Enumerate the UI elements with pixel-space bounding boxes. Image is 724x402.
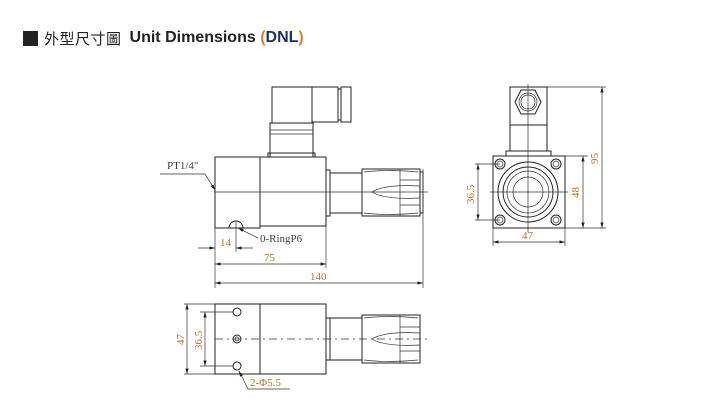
dim-14: 14 [220,237,232,249]
dim-48: 48 [570,187,582,199]
dim-36-5-front: 36.5 [465,184,477,204]
paren-close: ) [298,29,304,46]
hole-label: 2-Φ5.5 [250,377,281,389]
title-chinese: 外型尺寸圖 [44,30,122,48]
dim-47-front: 47 [522,230,534,242]
port-thread-label: PT1/4" [167,160,198,172]
title-english: Unit Dimensions [129,29,256,46]
bottom-view: 47 36.5 2-Φ5.5 [175,303,428,390]
front-view: 36.5 48 95 47 [465,84,606,246]
dim-95: 95 [589,153,601,165]
dim-75: 75 [264,252,276,264]
paren-open: ( [260,29,266,46]
model-code: DNL [265,29,299,46]
side-view: PT1/4" 0-RingP6 14 75 140 [160,86,428,288]
dim-36-5-bottom: 36.5 [193,330,205,350]
section-title: 外型尺寸圖 Unit Dimensions (DNL) [23,28,304,48]
dim-140: 140 [310,271,327,283]
bullet-square-icon [23,30,38,46]
oring-label: 0-RingP6 [260,233,303,245]
dim-47-bottom: 47 [175,334,187,346]
